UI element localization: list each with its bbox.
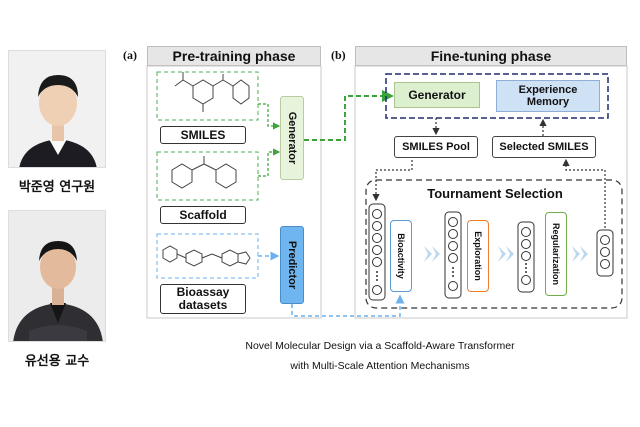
regularization-stage: Regularization [545,212,567,296]
professor-name: 유선용 교수 [24,354,90,369]
flow-chevrons [424,246,588,262]
professor-photo [8,210,106,342]
generator-memory-frame [385,73,609,119]
predictor-block: Predictor [280,226,304,304]
researcher-photo [8,50,106,168]
researcher-name: 박준영 연구원 [18,180,96,195]
bioassay-molecule-icon [162,245,251,267]
smiles-label: SMILES [160,126,246,144]
pretraining-frame [146,65,322,319]
panel-b-letter: (b) [331,48,346,62]
smiles-to-generator-link [258,103,281,130]
smiles-molecule-icon [174,72,250,112]
panel-a-letter: (a) [123,48,137,62]
paper-title-line2: with Multi-Scale Attention Mechanisms [290,360,470,372]
pretrain-generator-label: Generator [286,111,298,165]
exploration-stage: Exploration [467,220,489,292]
candidate-column-1 [368,203,386,301]
scaffold-to-generator-link [258,148,281,177]
selected-smiles-block: Selected SMILES [492,136,596,158]
scaffold-molecule-frame [156,151,259,201]
paper-title-line1: Novel Molecular Design via a Scaffold-Aw… [245,340,515,352]
paper-title: Novel Molecular Design via a Scaffold-Aw… [180,336,580,376]
finetuning-frame [354,65,628,319]
pretraining-phase-title: Pre-training phase [147,46,321,66]
bioassay-datasets-label: Bioassay datasets [160,284,246,314]
predictor-to-bioactivity-arrow [291,294,405,317]
candidate-column-3 [517,221,535,293]
candidate-column-4 [596,229,614,277]
finetuning-phase-title: Fine-tuning phase [355,46,627,66]
scaffold-molecule-icon [171,156,237,189]
predictor-label: Predictor [286,240,298,290]
finetune-generator-block: Generator [394,82,480,108]
pretrain-to-finetune-generator-arrow [304,90,394,141]
bioactivity-label: Bioactivity [396,233,406,279]
smiles-pool-block: SMILES Pool [394,136,478,158]
regularization-label: Regularization [551,222,561,286]
scaffold-label: Scaffold [160,206,246,224]
smiles-molecule-frame [156,71,259,121]
pool-to-tournament-arrow [372,160,413,202]
pretrain-generator-block: Generator [280,96,304,180]
tournament-frame [365,179,623,309]
tournament-selection-title: Tournament Selection [427,186,563,201]
tournament-to-selected-arrow [562,158,606,228]
candidate-column-2 [444,211,462,299]
exploration-label: Exploration [473,231,483,281]
experience-memory-block: Experience Memory [496,80,600,112]
bioactivity-stage: Bioactivity [390,220,412,292]
